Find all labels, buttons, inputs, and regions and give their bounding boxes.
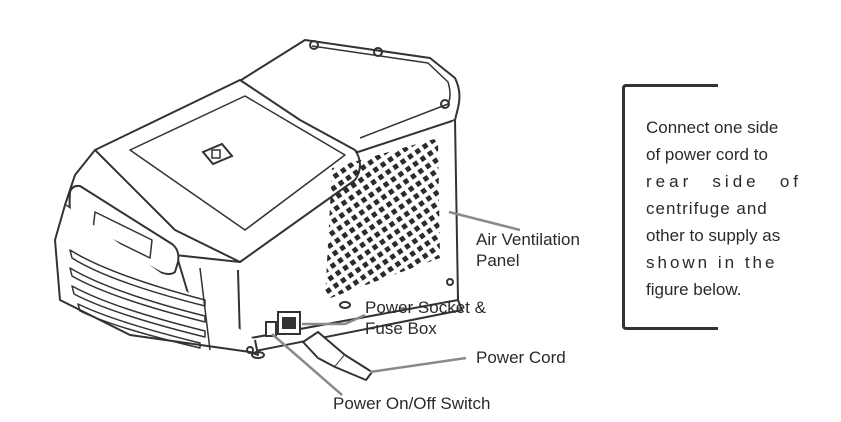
note-line-6: shown in the bbox=[646, 253, 778, 272]
note-line-7: figure below. bbox=[646, 280, 742, 299]
air-ventilation-panel bbox=[325, 138, 440, 300]
power-socket-label-line1: Power Socket & bbox=[365, 298, 486, 317]
square-button-icon bbox=[201, 142, 234, 166]
power-cord-label: Power Cord bbox=[476, 348, 566, 367]
note-line-3: rear side of bbox=[646, 172, 802, 191]
air-ventilation-label-line2: Panel bbox=[476, 251, 520, 270]
note-line-5: other to supply as bbox=[646, 226, 781, 245]
note-line-2: of power cord to bbox=[646, 145, 768, 164]
power-socket-fuse-box bbox=[265, 311, 301, 337]
note-text: Connect one side of power cord to rear s… bbox=[646, 114, 802, 303]
leader-lines bbox=[271, 210, 521, 396]
note-line-4: centrifuge and bbox=[646, 199, 768, 218]
power-plug-icon bbox=[302, 331, 373, 381]
power-switch-label: Power On/Off Switch bbox=[333, 394, 491, 413]
air-ventilation-label: Air Ventilation Panel bbox=[476, 229, 580, 271]
power-socket-label: Power Socket & Fuse Box bbox=[365, 297, 486, 339]
note-line-1: Connect one side bbox=[646, 118, 779, 137]
power-socket-label-line2: Fuse Box bbox=[365, 319, 437, 338]
centrifuge-body bbox=[54, 39, 463, 359]
air-ventilation-label-line1: Air Ventilation bbox=[476, 230, 580, 249]
note-bracket bbox=[622, 84, 718, 330]
